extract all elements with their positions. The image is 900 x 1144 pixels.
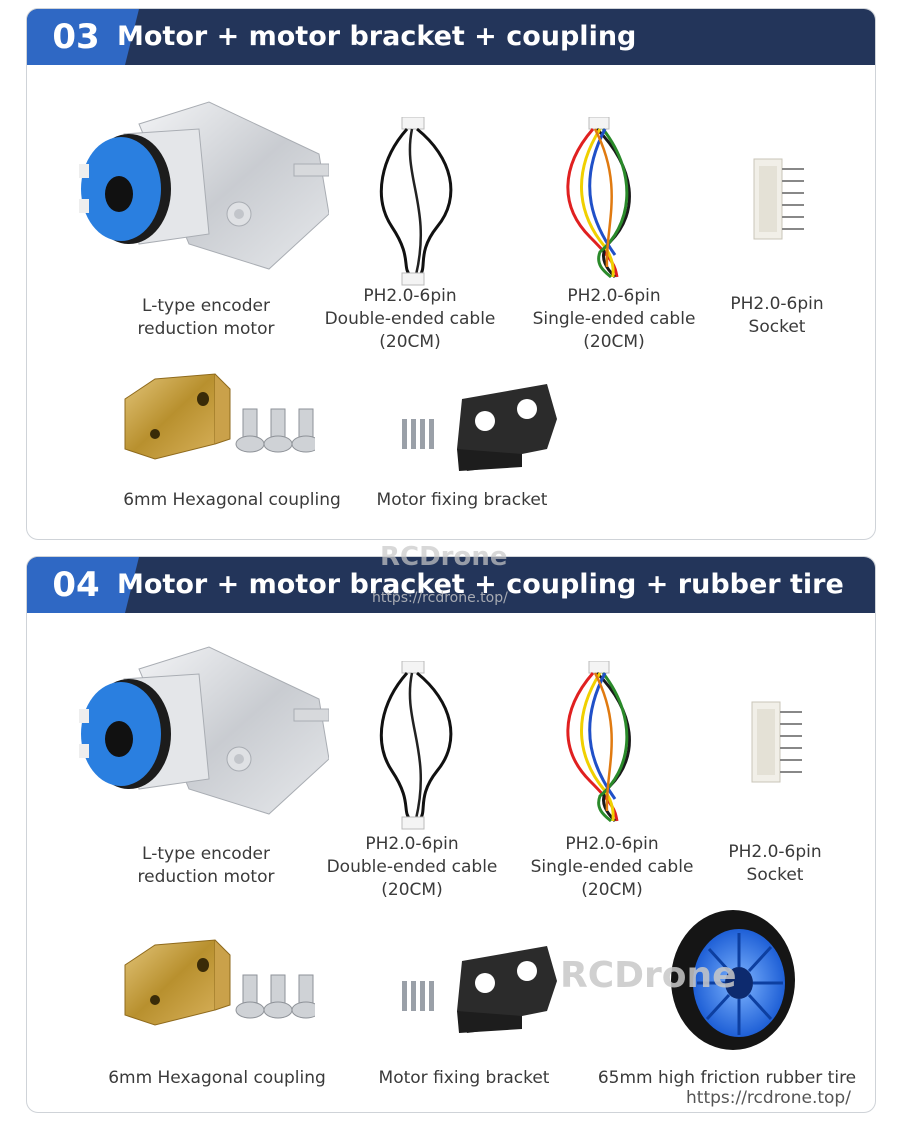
section-title: Motor + motor bracket + coupling xyxy=(117,21,637,52)
item-label-coupling: 6mm Hexagonal coupling xyxy=(123,490,341,510)
double-ended-cable-image xyxy=(372,661,462,831)
section-number: 03 xyxy=(27,9,139,65)
section-04-panel: 04 Motor + motor bracket + coupling + ru… xyxy=(26,556,876,1113)
watermark-brand-center: RCDrone xyxy=(560,955,737,996)
footer-url: https://rcdrone.top/ xyxy=(686,1088,851,1108)
section-number: 04 xyxy=(27,557,139,613)
section-title: Motor + motor bracket + coupling + rubbe… xyxy=(117,569,844,600)
single-ended-cable-image xyxy=(555,661,645,831)
item-label-tire: 65mm high friction rubber tire xyxy=(597,1068,857,1088)
item-label-bracket: Motor fixing bracket xyxy=(376,490,548,510)
motor-image xyxy=(69,639,329,819)
single-ended-cable-image xyxy=(555,117,645,287)
hex-coupling-image xyxy=(115,369,315,469)
socket-image xyxy=(749,154,809,244)
section-03-panel: 03 Motor + motor bracket + coupling L-ty… xyxy=(26,8,876,540)
section-header: 04 Motor + motor bracket + coupling + ru… xyxy=(27,557,875,613)
socket-image xyxy=(747,697,807,787)
watermark-brand-top: RCDrone xyxy=(380,542,508,572)
motor-bracket-image xyxy=(397,941,567,1041)
double-ended-cable-image xyxy=(372,117,462,287)
motor-bracket-image xyxy=(397,379,567,479)
watermark-url-small: https://rcdrone.top/ xyxy=(372,590,508,606)
item-label-bracket: Motor fixing bracket xyxy=(378,1068,550,1088)
motor-image xyxy=(69,94,329,274)
section-header: 03 Motor + motor bracket + coupling xyxy=(27,9,875,65)
hex-coupling-image xyxy=(115,935,315,1035)
item-label-coupling: 6mm Hexagonal coupling xyxy=(108,1068,326,1088)
